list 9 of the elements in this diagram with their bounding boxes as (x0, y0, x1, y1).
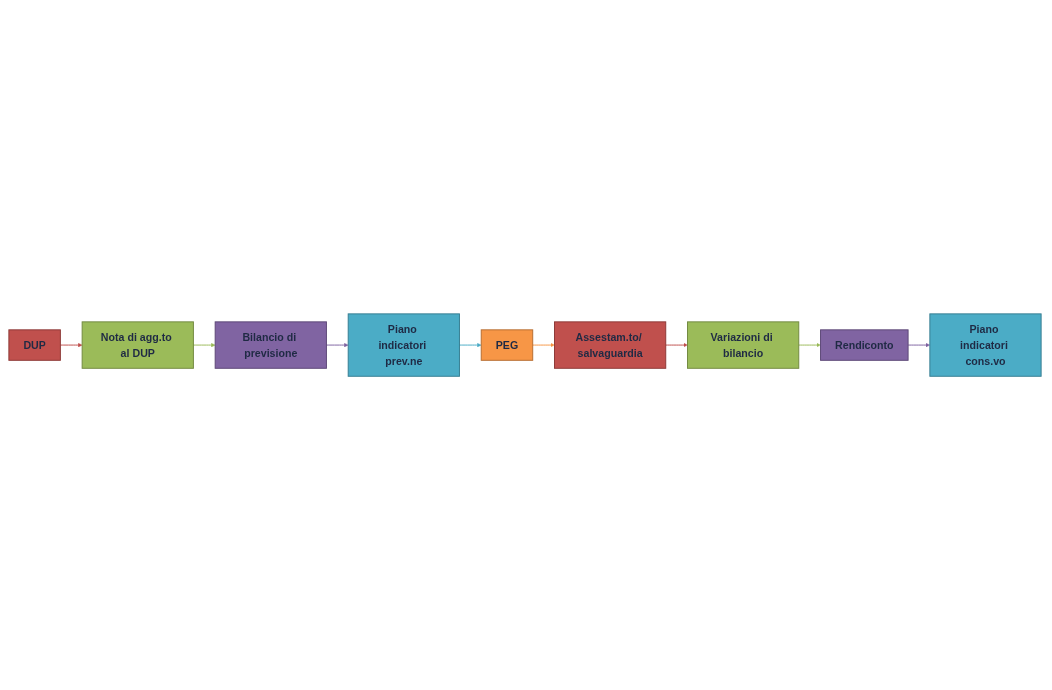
node-box: Piano indicatori prev.ne (347, 313, 460, 377)
node-box: Rendiconto (820, 329, 909, 361)
node-box: DUP (8, 329, 61, 361)
node-box: Nota di agg.to al DUP (81, 321, 194, 369)
node-box: Assestam.to/ salvaguardia (554, 321, 667, 369)
node-box: Piano indicatori cons.vo (929, 313, 1042, 377)
node-box: PEG (480, 329, 534, 361)
node-box: Variazioni di bilancio (687, 321, 800, 369)
node-box: Bilancio di previsione (214, 321, 327, 369)
